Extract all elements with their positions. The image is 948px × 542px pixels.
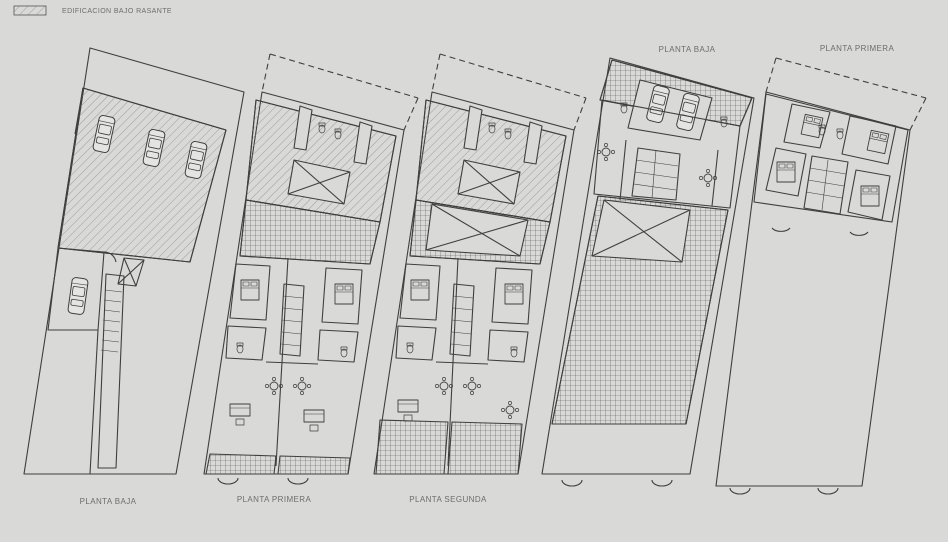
- legend-label: EDIFICACION BAJO RASANTE: [62, 8, 172, 15]
- plan-label-bloque-b-baja: PLANTA BAJA: [658, 45, 716, 54]
- plan-sotano: [23, 47, 245, 475]
- plan-label-sotano: PLANTA BAJA: [79, 497, 137, 506]
- plan-primera: [203, 53, 419, 485]
- plan-bloque-b-primera: [715, 57, 927, 495]
- plan-segunda: [373, 53, 587, 475]
- plan-bloque-b-baja: [541, 57, 755, 487]
- plan-label-bloque-b-primera: PLANTA PRIMERA: [819, 44, 895, 53]
- plan-label-segunda: PLANTA SEGUNDA: [409, 495, 487, 504]
- legend-swatch: [13, 5, 47, 16]
- plan-label-primera: PLANTA PRIMERA: [236, 495, 312, 504]
